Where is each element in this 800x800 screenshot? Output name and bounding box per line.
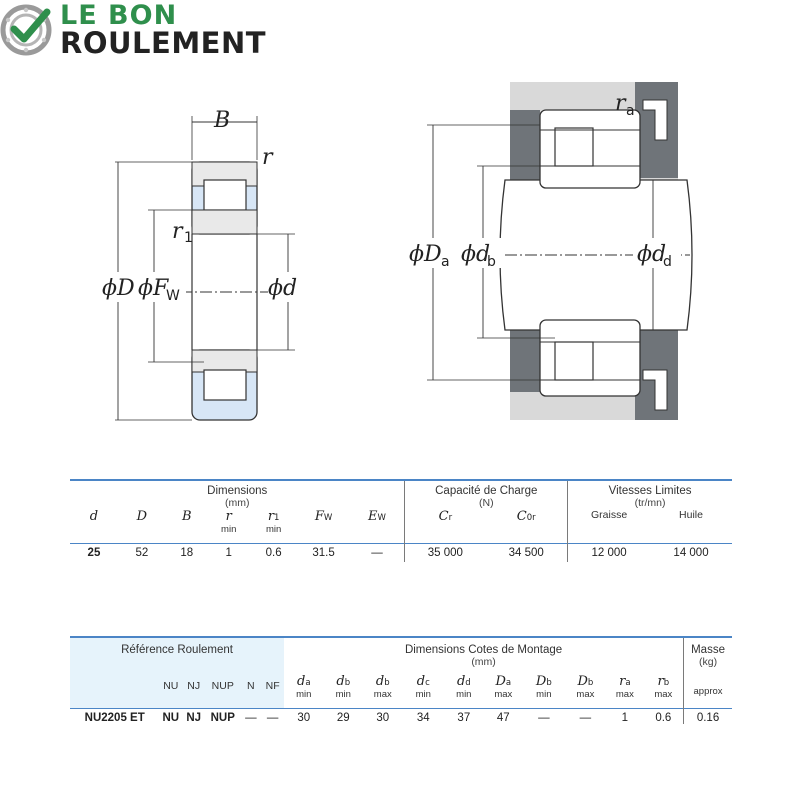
- mounting-table: Référence Roulement Dimensions Cotes de …: [70, 636, 732, 724]
- cell-grease: 12 000: [591, 547, 627, 559]
- cell-B: 18: [180, 547, 194, 559]
- label-D: ϕD: [102, 276, 135, 301]
- cell-ref: NU2205 ET: [84, 712, 145, 724]
- upper-roller: [203, 179, 247, 211]
- cell-D: 52: [135, 547, 149, 559]
- label-B: B: [213, 108, 230, 133]
- cell-Cr: 35 000: [427, 547, 463, 559]
- cell-type-N: —: [245, 712, 257, 724]
- group-mass: Masse (kg): [691, 644, 725, 668]
- cell-Db-max: —: [579, 712, 592, 724]
- cell-Da-max: 47: [496, 712, 510, 724]
- cell-db-max: 30: [376, 712, 390, 724]
- cell-ra-max: 1: [621, 712, 629, 724]
- cell-oil: 14 000: [673, 547, 709, 559]
- type-NJ: NJ: [182, 674, 206, 709]
- group-speed: Vitesses Limites (tr/mn): [608, 485, 692, 509]
- cell-Db-min: —: [538, 712, 550, 724]
- cell-type-NF: —: [266, 712, 279, 724]
- label-db: ϕd: [461, 242, 490, 267]
- cell-db-min: 29: [336, 712, 350, 724]
- mounting-drawing: ϕD a ϕd b ϕd d r a: [407, 82, 693, 420]
- type-NUP: NUP: [205, 674, 241, 709]
- cell-dd-min: 37: [457, 712, 471, 724]
- cell-d: 25: [87, 547, 101, 559]
- logo-text-line2: ROULEMENT: [60, 26, 267, 60]
- cell-C0r: 34 500: [485, 543, 569, 562]
- cell-da-min: 30: [297, 712, 311, 724]
- group-reference: Référence Roulement: [70, 637, 285, 674]
- cell-r1: 0.6: [265, 547, 282, 559]
- cell-mass: 0.16: [696, 712, 720, 724]
- label-ra-sub: a: [626, 103, 635, 119]
- type-NF: NF: [261, 674, 285, 709]
- label-ra: r: [615, 91, 627, 116]
- group-dimensions: Dimensions (mm): [70, 480, 406, 509]
- cell-Ew: —: [349, 543, 406, 562]
- col-D: D: [136, 509, 148, 524]
- group-capacity: Capacité de Charge (N): [404, 480, 569, 509]
- col-Cr: Cr: [438, 509, 453, 524]
- label-Fw: ϕF: [138, 276, 169, 301]
- col-d: d: [89, 509, 99, 524]
- cell-r: 1: [225, 547, 232, 559]
- cell-type-NU: NU: [162, 712, 180, 724]
- type-NU: NU: [159, 674, 183, 709]
- dimensions-table: Dimensions (mm) Capacité de Charge (N) V…: [70, 479, 732, 562]
- label-db-sub: b: [487, 254, 496, 270]
- label-d: ϕd: [268, 276, 297, 301]
- bearing-section-drawing: B r ϕD ϕF W r 1 ϕd: [102, 108, 300, 421]
- table-row: NU2205 ET NU NJ NUP — — 30 29 30 34 37 4…: [70, 708, 732, 724]
- label-r1-sub: 1: [184, 230, 193, 246]
- col-B: B: [181, 509, 192, 524]
- group-mounting: Dimensions Cotes de Montage (mm): [284, 637, 685, 674]
- cell-rb-max: 0.6: [643, 708, 685, 724]
- label-dd: ϕd: [637, 242, 666, 267]
- table-row: 25 52 18 1 0.6 31.5 — 35 000 34 500 12 0…: [70, 543, 732, 562]
- label-Da: ϕD: [409, 242, 442, 267]
- label-r1: r: [172, 219, 184, 244]
- label-Fw-sub: W: [166, 288, 180, 304]
- label-Da-sub: a: [441, 254, 450, 270]
- bearing-check-icon: [0, 4, 52, 56]
- lower-roller: [203, 369, 247, 401]
- col-mass: approx: [693, 686, 723, 697]
- col-C0r: C0r: [485, 509, 569, 544]
- type-N: N: [240, 674, 262, 709]
- cell-type-NUP: NUP: [210, 712, 235, 724]
- brand-logo: LE BON ROULEMENT: [0, 0, 280, 60]
- col-oil: Huile: [679, 509, 703, 521]
- cell-type-NJ: NJ: [186, 712, 202, 724]
- label-dd-sub: d: [663, 254, 672, 270]
- logo-text-line1: LE BON: [60, 0, 178, 31]
- cell-dc-min: 34: [416, 712, 430, 724]
- col-grease: Graisse: [590, 509, 628, 521]
- cell-Fw: 31.5: [312, 547, 335, 559]
- label-r: r: [262, 145, 274, 170]
- col-Fw: FW: [314, 509, 333, 524]
- col-Ew: EW: [349, 509, 406, 544]
